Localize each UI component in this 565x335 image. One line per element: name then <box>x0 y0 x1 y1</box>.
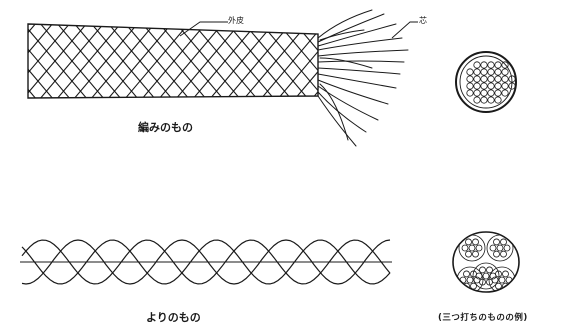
braided-caption: 編みのもの <box>138 122 193 133</box>
sheath-label: 外皮 <box>228 17 244 25</box>
braided-cross-section <box>456 52 516 112</box>
three-strand-caption: (三つ打ちのものの例) <box>438 314 528 323</box>
three-strand-cross-section <box>453 232 519 293</box>
twisted-rope <box>20 240 392 284</box>
twisted-caption: よりのもの <box>146 312 201 323</box>
core-label: 芯 <box>419 17 427 25</box>
frayed-core-fibers <box>318 10 408 146</box>
